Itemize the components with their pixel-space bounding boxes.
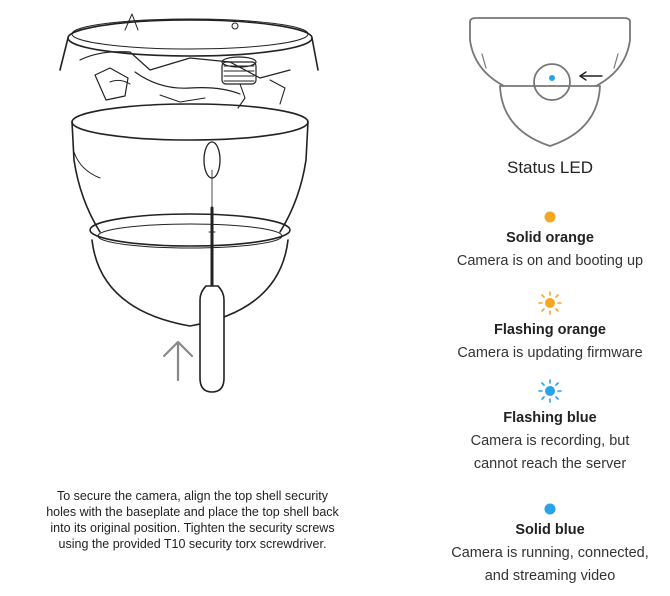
orange-dot-icon (544, 211, 556, 223)
instruction-line: into its original position. Tighten the … (50, 521, 335, 535)
instruction-line: holes with the baseplate and place the t… (46, 505, 339, 519)
status-solid-blue: Solid blue Camera is running, connected,… (430, 502, 670, 588)
status-desc: cannot reach the server (473, 456, 627, 472)
status-led-illustration (469, 17, 631, 147)
status-title: Solid orange (506, 230, 594, 246)
status-led-icon (549, 75, 555, 81)
camera-installation-illustration (59, 13, 319, 393)
install-instructions: To secure the camera, align the top shel… (10, 488, 375, 552)
status-title: Solid blue (515, 522, 585, 538)
flashing-orange-icon (538, 291, 562, 315)
blue-dot-icon (544, 503, 556, 515)
status-led-caption: Status LED (507, 158, 593, 177)
instruction-line: using the provided T10 security torx scr… (58, 537, 327, 551)
status-flashing-orange: Flashing orange Camera is updating firmw… (430, 290, 670, 365)
flashing-blue-icon (538, 379, 562, 403)
status-desc: Camera is on and booting up (456, 253, 644, 269)
status-solid-orange: Solid orange Camera is on and booting up (430, 210, 670, 273)
status-desc: and streaming video (484, 568, 616, 584)
status-desc: Camera is updating firmware (457, 345, 643, 361)
status-title: Flashing blue (503, 410, 597, 426)
instruction-line: To secure the camera, align the top shel… (57, 489, 328, 503)
status-flashing-blue: Flashing blue Camera is recording, but c… (430, 378, 670, 476)
status-desc: Camera is recording, but (470, 433, 630, 449)
status-desc: Camera is running, connected, (451, 545, 649, 561)
status-title: Flashing orange (494, 322, 606, 338)
